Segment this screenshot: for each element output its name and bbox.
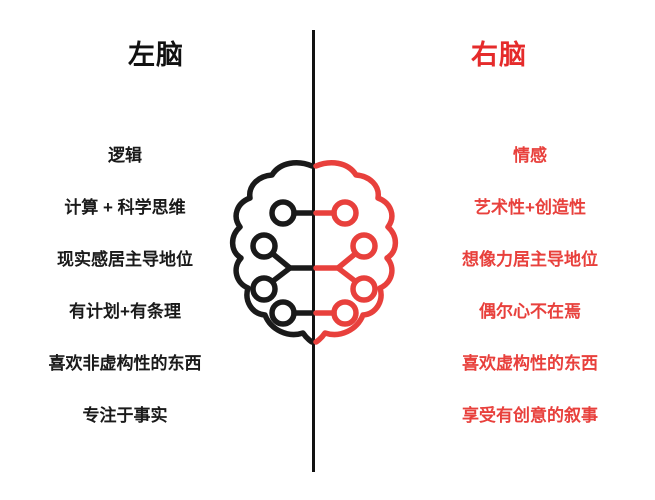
right-brain-trait-list: 情感 艺术性+创造性 想像力居主导地位 偶尔心不在焉 喜欢虚构性的东西 享受有创… xyxy=(415,130,645,442)
right-brain-trait: 享受有创意的叙事 xyxy=(462,406,598,425)
left-brain-trait-list: 逻辑 计算 + 科学思维 现实感居主导地位 有计划+有条理 喜欢非虚构性的东西 … xyxy=(10,130,240,442)
brain-right-half xyxy=(313,160,399,345)
center-divider xyxy=(312,30,315,472)
right-brain-trait: 艺术性+创造性 xyxy=(474,198,586,217)
right-brain-trait: 喜欢虚构性的东西 xyxy=(462,354,598,373)
brain-left-half xyxy=(229,160,315,345)
left-brain-trait: 专注于事实 xyxy=(82,406,168,425)
left-brain-title: 左脑 xyxy=(128,40,184,70)
left-brain-trait: 逻辑 xyxy=(108,146,142,165)
left-brain-trait: 计算 + 科学思维 xyxy=(64,198,186,217)
left-brain-trait: 喜欢非虚构性的东西 xyxy=(48,354,202,373)
left-brain-trait: 现实感居主导地位 xyxy=(57,250,193,269)
right-brain-title: 右脑 xyxy=(471,40,527,70)
right-brain-trait: 想像力居主导地位 xyxy=(462,250,598,269)
brain-icon xyxy=(228,158,400,350)
left-brain-trait: 有计划+有条理 xyxy=(69,302,181,321)
right-brain-trait: 情感 xyxy=(513,146,547,165)
right-brain-trait: 偶尔心不在焉 xyxy=(479,302,581,321)
